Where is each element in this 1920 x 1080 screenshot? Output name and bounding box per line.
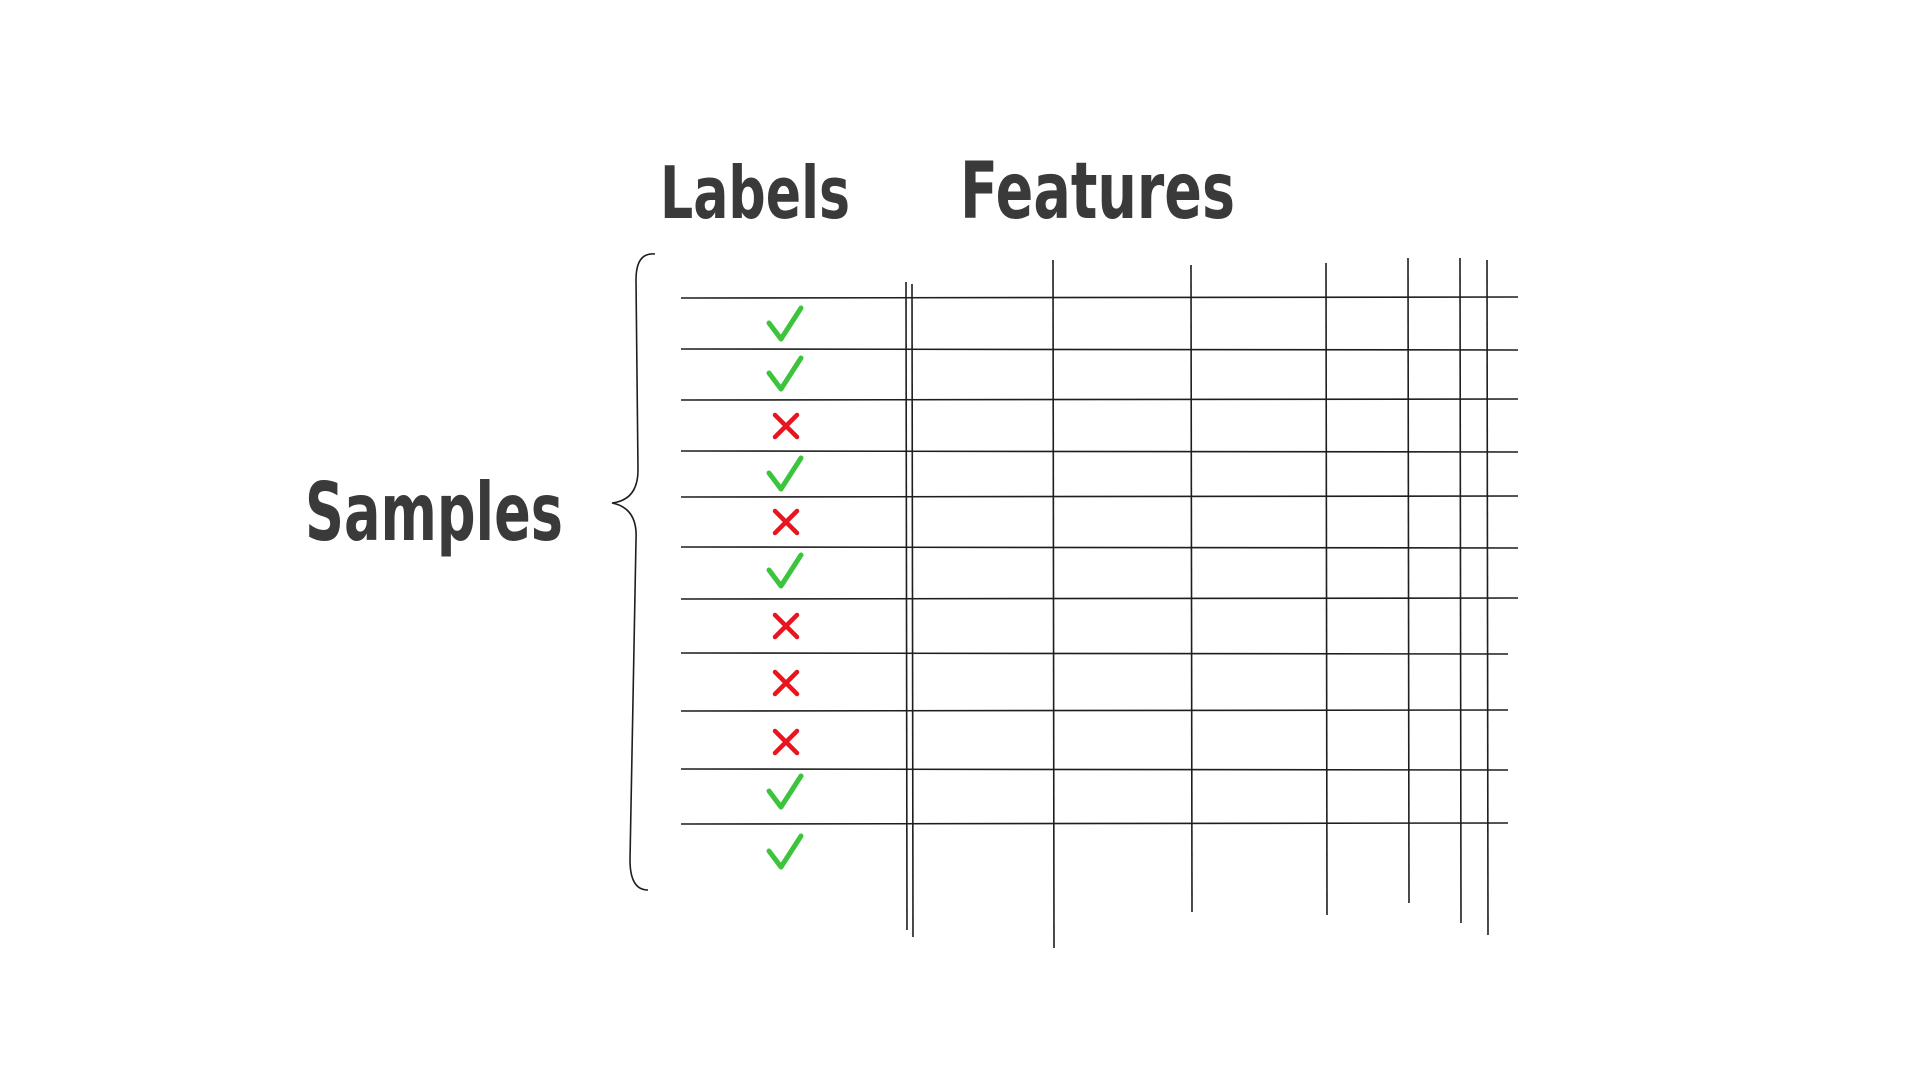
features-heading: Features: [960, 147, 1235, 237]
label-marks: [766, 305, 804, 870]
row-divider: [680, 296, 1519, 299]
row-divider: [680, 652, 1509, 655]
column-divider: [1190, 264, 1193, 913]
check-icon: [766, 355, 804, 392]
row-divider: [680, 768, 1509, 771]
labels-heading: Labels: [660, 151, 850, 235]
row-divider: [680, 709, 1509, 712]
samples-heading: Samples: [305, 466, 563, 559]
row-divider: [680, 597, 1519, 600]
check-icon: [766, 552, 804, 589]
row-divider: [680, 398, 1519, 401]
column-divider: [1486, 259, 1489, 936]
column-divider: [1325, 262, 1328, 916]
row-divider: [680, 546, 1519, 549]
check-icon: [766, 773, 804, 810]
cross-icon: [772, 669, 800, 697]
data-grid: [680, 257, 1519, 949]
cross-icon: [772, 508, 800, 536]
samples-brace: [611, 253, 656, 891]
label-feature-separator: [905, 281, 908, 931]
column-divider: [1459, 257, 1462, 924]
check-icon: [766, 833, 804, 870]
check-icon: [766, 455, 804, 492]
cross-icon: [772, 612, 800, 640]
row-divider: [680, 822, 1509, 825]
row-divider: [680, 450, 1519, 453]
column-divider: [1052, 259, 1055, 949]
column-divider: [1407, 257, 1410, 904]
cross-icon: [772, 412, 800, 440]
cross-icon: [772, 728, 800, 756]
check-icon: [766, 305, 804, 342]
row-divider: [680, 348, 1519, 351]
label-feature-separator: [911, 283, 914, 938]
row-divider: [680, 495, 1519, 498]
